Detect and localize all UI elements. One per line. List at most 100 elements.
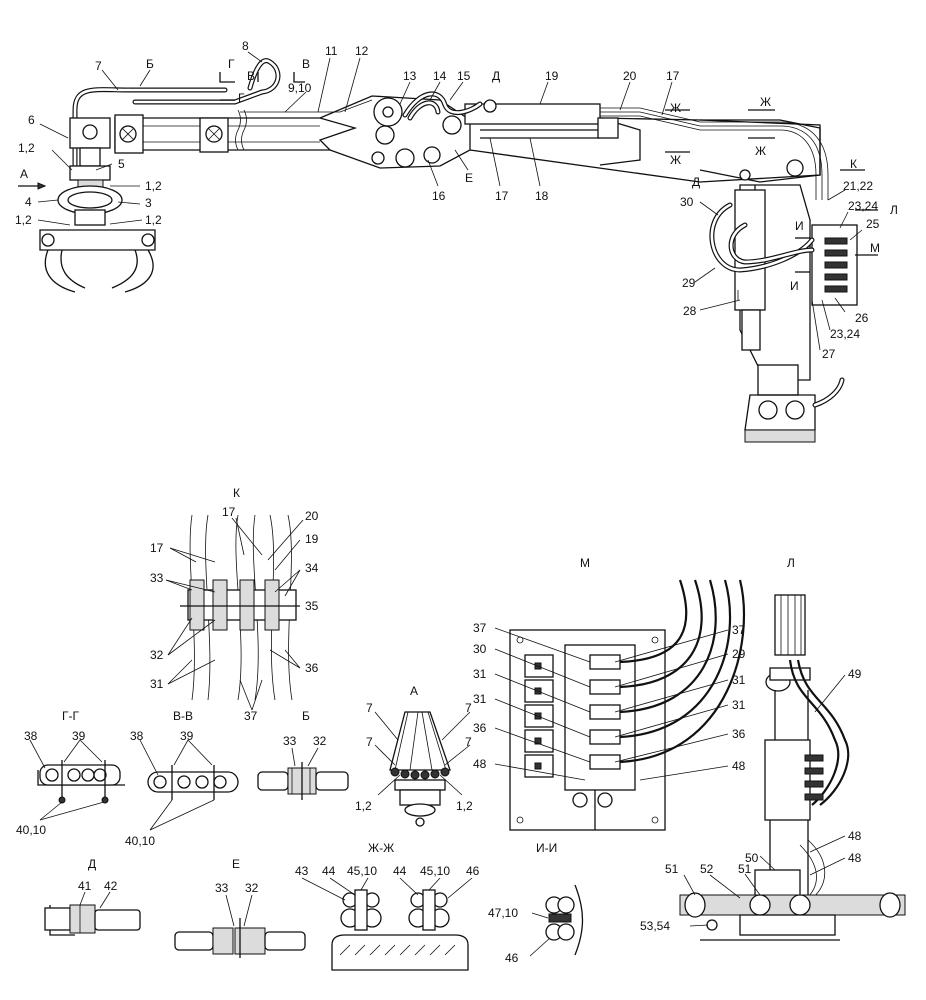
callout-26: 26 bbox=[855, 311, 869, 325]
section-i-i-title: И-И bbox=[536, 841, 557, 855]
view-k-label-20: 20 bbox=[305, 509, 319, 523]
callout-8: 8 bbox=[242, 39, 249, 53]
callout-11: 11 bbox=[325, 44, 338, 58]
callout-i1: И bbox=[795, 219, 804, 233]
callout-g2: Г bbox=[238, 91, 245, 105]
view-l-label-48a: 48 bbox=[848, 829, 862, 843]
section-v-v-label-39: 39 bbox=[180, 729, 194, 743]
callout-1-2b: 1,2 bbox=[145, 179, 162, 193]
view-k-label-17a: 17 bbox=[222, 505, 236, 519]
callout-18: 18 bbox=[535, 189, 549, 203]
view-k-label-17b: 17 bbox=[150, 541, 164, 555]
view-m-label-29: 29 bbox=[732, 647, 746, 661]
callout-a: А bbox=[20, 167, 28, 181]
section-g-g: Г-Г 38 39 40,10 bbox=[16, 709, 125, 837]
callout-i2: И bbox=[790, 279, 799, 293]
callout-4: 4 bbox=[25, 195, 32, 209]
view-k-label-19: 19 bbox=[305, 532, 319, 546]
callout-29: 29 bbox=[682, 276, 696, 290]
view-l-label-50: 50 bbox=[745, 851, 759, 865]
view-a-label-1-2a: 1,2 bbox=[355, 799, 372, 813]
view-k: К 17 bbox=[150, 486, 319, 723]
section-zh-zh: Ж-Ж 43 44 45,10 44 45,10 46 bbox=[295, 841, 480, 971]
section-zh-zh-label-44b: 44 bbox=[393, 864, 407, 878]
callout-9-10: 9,10 bbox=[288, 81, 312, 95]
callout-17a: 17 bbox=[666, 69, 680, 83]
callout-m: М bbox=[870, 241, 880, 255]
view-b-label-33: 33 bbox=[283, 734, 297, 748]
section-g-g-title: Г-Г bbox=[62, 709, 79, 723]
view-m-label-31c: 31 bbox=[473, 692, 487, 706]
callout-25: 25 bbox=[866, 217, 880, 231]
view-k-label-31: 31 bbox=[150, 677, 164, 691]
section-zh-zh-label-44a: 44 bbox=[322, 864, 336, 878]
view-m-label-37a: 37 bbox=[473, 621, 487, 635]
view-l: Л bbox=[640, 556, 906, 941]
view-k-label-35: 35 bbox=[305, 599, 319, 613]
section-v-v-label-40-10: 40,10 bbox=[125, 834, 155, 848]
section-i-i-label-46: 46 bbox=[505, 951, 519, 965]
view-b-title: Б bbox=[302, 709, 310, 723]
callout-28: 28 bbox=[683, 304, 697, 318]
callout-23-24b: 23,24 bbox=[830, 327, 860, 341]
view-l-label-49: 49 bbox=[848, 667, 862, 681]
section-v-v-label-38: 38 bbox=[130, 729, 144, 743]
view-e-label-33: 33 bbox=[215, 881, 229, 895]
view-l-label-53-54: 53,54 bbox=[640, 919, 670, 933]
callout-v: В bbox=[247, 69, 255, 83]
callout-7: 7 bbox=[95, 59, 102, 73]
callout-30: 30 bbox=[680, 195, 694, 209]
callout-zh2: Ж bbox=[670, 153, 681, 167]
view-l-label-51a: 51 bbox=[665, 862, 679, 876]
view-l-label-48b: 48 bbox=[848, 851, 862, 865]
view-b: Б 33 32 bbox=[257, 709, 349, 800]
view-a-label-7c: 7 bbox=[366, 735, 373, 749]
main-crane-view: 7 Б 8 Г В В Г 9,10 11 12 13 14 15 Д 19 2… bbox=[15, 39, 898, 443]
view-m-label-30: 30 bbox=[473, 642, 487, 656]
callout-14: 14 bbox=[433, 69, 447, 83]
callout-zh3: Ж bbox=[760, 95, 771, 109]
callout-6: 6 bbox=[28, 113, 35, 127]
view-m-label-36a: 36 bbox=[473, 721, 487, 735]
view-m-label-31a: 31 bbox=[473, 667, 487, 681]
section-g-g-label-38: 38 bbox=[24, 729, 38, 743]
callout-k: К bbox=[850, 157, 857, 171]
view-d-title: Д bbox=[88, 857, 96, 871]
view-k-label-36: 36 bbox=[305, 661, 319, 675]
callout-1-2c: 1,2 bbox=[15, 213, 32, 227]
view-b-label-32: 32 bbox=[313, 734, 327, 748]
view-k-label-32: 32 bbox=[150, 648, 164, 662]
view-a-label-1-2b: 1,2 bbox=[456, 799, 473, 813]
callout-d2: Д bbox=[692, 175, 700, 189]
view-m-label-37b: 37 bbox=[732, 623, 746, 637]
view-d-label-41: 41 bbox=[78, 879, 92, 893]
view-a-label-7d: 7 bbox=[465, 735, 472, 749]
view-m-label-48a: 48 bbox=[473, 757, 487, 771]
view-m-label-31b: 31 bbox=[732, 673, 746, 687]
view-m-label-31d: 31 bbox=[732, 698, 746, 712]
view-l-label-52: 52 bbox=[700, 862, 714, 876]
view-m-label-36b: 36 bbox=[732, 727, 746, 741]
callout-zh4: Ж bbox=[755, 144, 766, 158]
section-v-v: В-В 38 39 40,10 bbox=[125, 709, 239, 848]
section-g-g-label-39: 39 bbox=[72, 729, 86, 743]
callout-1-2d: 1,2 bbox=[145, 213, 162, 227]
callout-13: 13 bbox=[403, 69, 417, 83]
view-d: Д 41 42 bbox=[44, 857, 141, 936]
section-zh-zh-title: Ж-Ж bbox=[368, 841, 394, 855]
view-a-title: А bbox=[410, 684, 418, 698]
callout-1-2a: 1,2 bbox=[18, 141, 35, 155]
callout-17b: 17 bbox=[495, 189, 509, 203]
callout-e: Е bbox=[465, 171, 473, 185]
callout-5: 5 bbox=[118, 157, 125, 171]
callout-g: Г bbox=[228, 57, 235, 71]
section-g-g-label-40-10: 40,10 bbox=[16, 823, 46, 837]
callout-19: 19 bbox=[545, 69, 559, 83]
callout-v2: В bbox=[302, 57, 310, 71]
view-m-label-48b: 48 bbox=[732, 759, 746, 773]
section-i-i: И-И 47,10 46 bbox=[488, 841, 584, 965]
callout-zh1: Ж bbox=[670, 101, 681, 115]
view-k-label-33: 33 bbox=[150, 571, 164, 585]
callout-21-22: 21,22 bbox=[843, 179, 873, 193]
